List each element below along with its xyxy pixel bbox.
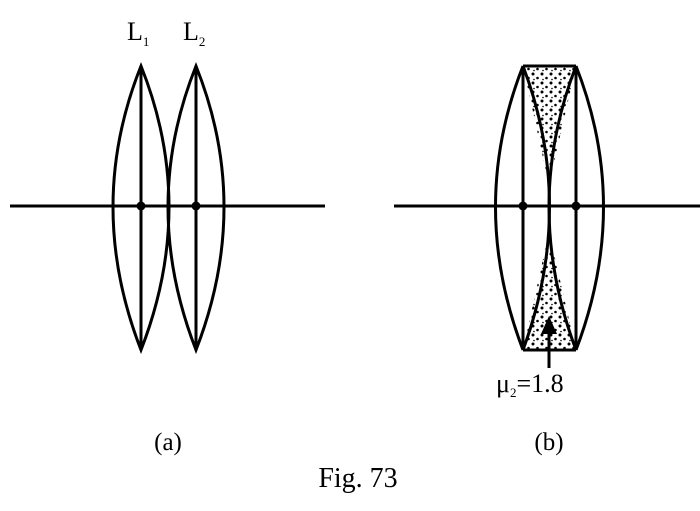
lens-l2 [166,61,226,355]
panel-b: μ2=1.8 (b) [394,64,700,456]
lens-b-right-optical-center [571,201,581,211]
panel-a-label: (a) [154,429,182,456]
figure-caption: Fig. 73 [318,463,397,494]
medium-upper-region [523,66,576,185]
lens-l1-optical-center [136,201,146,211]
lens-b-left-outer-surface [494,65,525,351]
panel-b-label: (b) [534,429,563,456]
panel-a: L1 L2 (a) [10,17,325,456]
medium-lower-region [523,232,576,350]
lens-l2-optical-center [191,201,201,211]
lens-l1-label: L1 [127,17,149,49]
medium-pointer-arrowhead [541,316,557,334]
lens-b-right-outer-surface [574,65,605,351]
lens-b-right-inner-surface [547,65,578,351]
medium-index-label: μ2=1.8 [496,369,564,400]
lens-b-right [547,65,605,351]
lens-b-left-optical-center [518,201,528,211]
lens-l2-label: L2 [183,17,205,49]
lens-l1 [111,61,171,355]
